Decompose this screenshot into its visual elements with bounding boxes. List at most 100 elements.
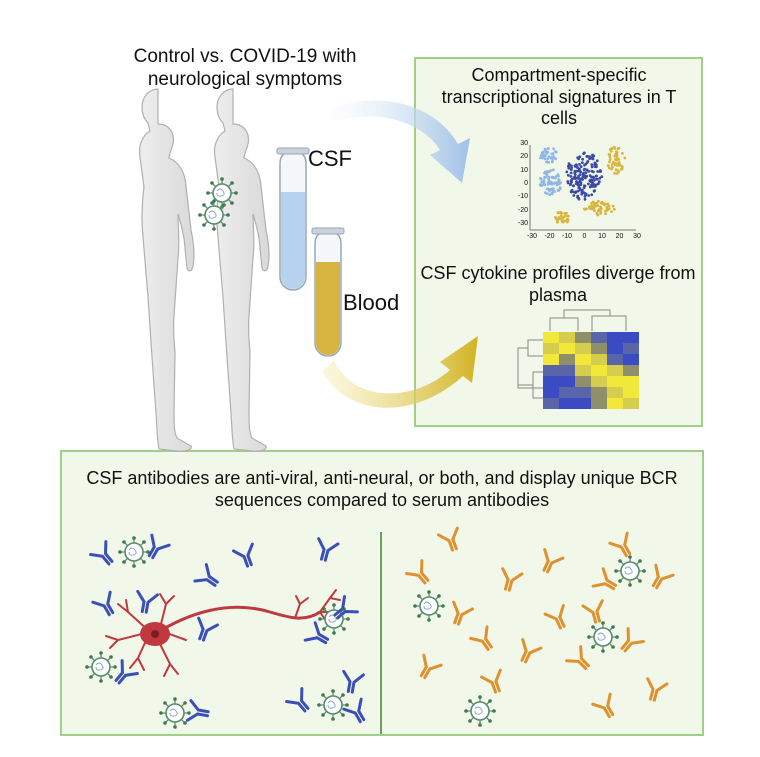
antibody-panel xyxy=(60,450,704,736)
tsne-point xyxy=(566,214,570,218)
tsne-y-tick: 20 xyxy=(520,153,528,161)
tsne-x-tick: 0 xyxy=(582,233,587,240)
tsne-point xyxy=(557,189,560,192)
tsne-point xyxy=(596,204,600,208)
heatmap-cell xyxy=(543,365,559,376)
blood-arrow xyxy=(322,336,478,408)
tsne-point xyxy=(605,207,609,210)
tsne-point xyxy=(578,163,581,166)
t-cell-panel-title: Compartment-specific transcriptional sig… xyxy=(441,65,677,129)
tsne-point xyxy=(615,155,619,159)
heatmap-cell xyxy=(623,376,639,387)
heatmap-cell xyxy=(607,354,623,365)
tsne-point xyxy=(551,159,554,163)
heatmap-cell xyxy=(623,398,639,409)
tsne-point xyxy=(593,202,597,205)
tsne-point xyxy=(565,170,569,174)
tsne-point xyxy=(579,183,583,187)
tsne-point xyxy=(582,207,586,211)
tsne-point xyxy=(612,207,616,211)
tsne-point xyxy=(570,180,573,184)
blood-tube-label: Blood xyxy=(343,290,400,315)
heatmap-cell xyxy=(559,332,575,343)
tsne-point xyxy=(572,184,575,188)
tsne-point xyxy=(562,219,566,223)
tsne-point xyxy=(542,150,545,154)
tsne-point xyxy=(592,154,595,158)
tsne-point xyxy=(556,173,560,177)
heatmap-cell xyxy=(591,354,607,365)
tsne-point xyxy=(623,156,627,160)
tsne-point xyxy=(620,165,624,169)
tsne-point xyxy=(596,170,599,173)
tsne-point xyxy=(608,158,612,161)
tsne-point xyxy=(548,188,552,192)
patient-figure xyxy=(197,88,270,452)
heatmap-cell xyxy=(591,365,607,376)
heatmap-cell xyxy=(575,365,591,376)
tsne-point xyxy=(544,149,548,153)
tsne-point xyxy=(583,163,586,167)
tsne-point xyxy=(556,182,560,186)
tsne-point xyxy=(608,160,611,164)
heatmap-cell xyxy=(559,376,575,387)
tsne-point xyxy=(582,152,585,156)
heatmap-cell xyxy=(543,354,559,365)
heatmap-cell xyxy=(575,332,591,343)
tsne-point xyxy=(582,184,586,188)
tsne-point xyxy=(579,165,583,169)
tsne-point xyxy=(576,195,579,199)
tsne-point xyxy=(583,167,586,171)
heatmap-cell xyxy=(591,376,607,387)
tsne-point xyxy=(590,163,594,167)
tsne-x-tick: -10 xyxy=(561,233,573,240)
tsne-point xyxy=(583,195,587,198)
tsne-point xyxy=(551,152,555,156)
tsne-point xyxy=(615,150,618,154)
csf-tube-label: CSF xyxy=(308,146,352,171)
heatmap-cell xyxy=(559,387,575,398)
tsne-point xyxy=(599,201,603,205)
tsne-point xyxy=(577,175,580,178)
tsne-point xyxy=(580,191,584,195)
tsne-point xyxy=(594,204,597,208)
tsne-x-tick: 20 xyxy=(615,233,624,240)
tsne-point xyxy=(570,166,573,170)
tsne-point xyxy=(585,207,588,211)
tsne-point xyxy=(587,194,590,197)
heatmap-cell xyxy=(607,365,623,376)
tsne-point xyxy=(588,157,591,161)
blood-tube xyxy=(311,227,345,357)
tsne-point xyxy=(552,147,555,151)
tsne-point xyxy=(589,178,592,182)
tsne-point xyxy=(593,165,597,169)
tsne-point xyxy=(543,183,547,187)
tsne-point xyxy=(561,216,564,220)
tsne-point xyxy=(594,174,598,178)
tsne-point xyxy=(546,147,550,151)
tsne-x-tick: -30 xyxy=(526,233,538,240)
tsne-point xyxy=(551,175,555,179)
tsne-point xyxy=(598,180,601,184)
heatmap-cell xyxy=(591,343,607,354)
tsne-point xyxy=(590,165,594,169)
heatmap-cell xyxy=(623,354,639,365)
tsne-point xyxy=(590,193,594,197)
heatmap-cell xyxy=(575,343,591,354)
tsne-point xyxy=(585,161,589,165)
tsne-point xyxy=(611,165,614,169)
tsne-point xyxy=(616,147,620,151)
tsne-point xyxy=(576,189,580,193)
tsne-y-tick: 0 xyxy=(524,179,528,187)
tsne-point xyxy=(540,155,544,159)
tsne-point xyxy=(587,182,590,186)
heatmap-cell xyxy=(543,398,559,409)
tsne-point xyxy=(585,168,589,172)
tsne-point xyxy=(592,207,596,211)
tsne-point xyxy=(554,175,558,178)
heatmap-cell xyxy=(559,365,575,376)
tsne-point xyxy=(620,168,623,171)
tsne-point xyxy=(617,157,620,161)
tsne-point xyxy=(599,210,603,213)
